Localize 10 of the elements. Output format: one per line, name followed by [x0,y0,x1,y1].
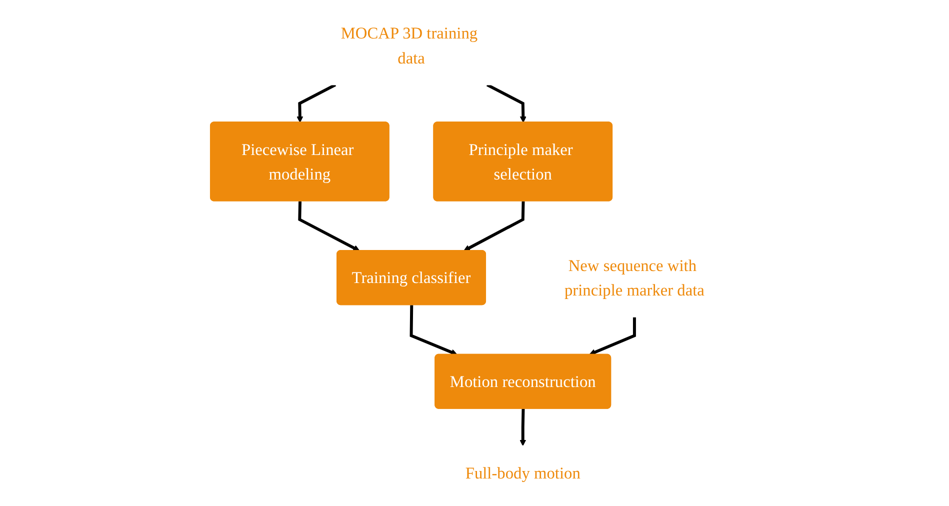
arrow [298,201,360,252]
node-text: New sequence with principle marker data [564,256,704,300]
arrow [520,408,526,446]
arrow [486,84,526,123]
arrow [464,201,525,252]
arrow [410,305,458,356]
arrow [589,317,636,356]
arrow [296,84,336,123]
node-text: MOCAP 3D training data [340,24,478,67]
node-text: Full-body motion [465,464,580,482]
